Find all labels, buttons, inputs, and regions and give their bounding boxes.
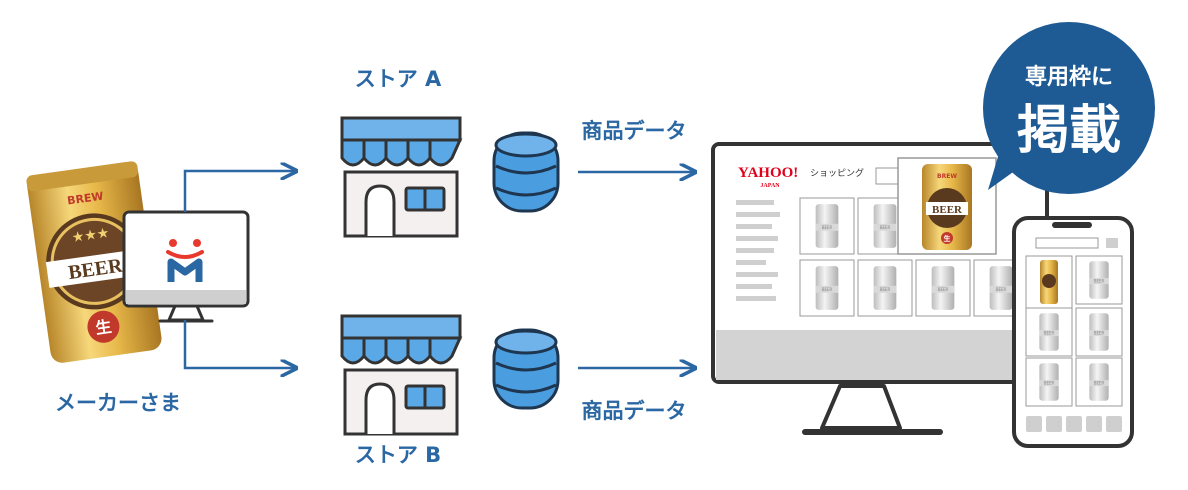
- thumb-label: BEER: [880, 287, 891, 292]
- thumb-label: BEER: [1044, 381, 1055, 386]
- mall-product-grid: BEER BEER BEER BEER BEER BEER: [799, 197, 1029, 317]
- store-a-label: ストア A: [355, 67, 442, 91]
- maker-label: メーカーさま: [55, 391, 181, 415]
- phone-product-thumb: BEER: [1025, 357, 1073, 407]
- mall-product-thumb: BEER: [857, 259, 913, 317]
- thumb-label: BEER: [938, 287, 949, 292]
- smartphone: BEER BEER BEER BEER BEER: [1012, 216, 1134, 448]
- phone-bottom-nav: [1026, 416, 1122, 432]
- phone-product-thumb: BEER: [1025, 307, 1073, 357]
- store-b-database-icon: [492, 328, 560, 410]
- phone-featured-can: [1025, 255, 1073, 309]
- store-a-database-icon: [492, 131, 560, 213]
- thumb-label: BEER: [822, 225, 833, 230]
- thumb-label: BEER: [880, 225, 891, 230]
- mall-product-thumb: BEER: [915, 259, 971, 317]
- brand-logo-icon: [166, 239, 204, 282]
- store-b-label: ストア B: [355, 443, 441, 467]
- store-a-icon: [340, 116, 463, 238]
- mall-product-thumb: BEER: [799, 259, 855, 317]
- svg-text:★★★: ★★★: [71, 225, 111, 246]
- thumb-label: BEER: [822, 287, 833, 292]
- featured-product-card: BREW BEER 生: [897, 157, 997, 255]
- phone-product-thumb: BEER: [1075, 255, 1123, 305]
- mall-sidebar: [736, 200, 780, 301]
- mall-logo-main: YAHOO!: [738, 165, 798, 181]
- arrow-maker-to-store-a: [183, 171, 296, 212]
- thumb-label: BEER: [1044, 331, 1055, 336]
- thumb-label: BEER: [1094, 331, 1105, 336]
- bubble-line2: 掲載: [1017, 101, 1121, 161]
- data-label-top: 商品データ: [582, 119, 687, 143]
- phone-product-thumb: BEER: [1075, 357, 1123, 407]
- mall-product-thumb: BEER: [799, 197, 855, 255]
- mall-logo-suffix: ショッピング: [810, 167, 864, 179]
- mall-logo-sub: JAPAN: [760, 183, 780, 189]
- featured-bubble: 専用枠に 掲載: [983, 22, 1155, 194]
- phone-product-thumb: BEER: [1075, 307, 1123, 357]
- featured-brand: BREW: [937, 173, 957, 180]
- maker-can-brand: BREW: [66, 190, 104, 208]
- maker-can-sub: 生: [94, 317, 113, 338]
- yahoo-shopping-logo: YAHOO! JAPAN ショッピング: [738, 165, 864, 189]
- data-label-bottom: 商品データ: [582, 399, 687, 423]
- bubble-line1: 専用枠に: [1025, 65, 1113, 90]
- thumb-label: BEER: [1094, 279, 1105, 284]
- maker-monitor: [122, 210, 250, 323]
- thumb-label: BEER: [996, 287, 1007, 292]
- thumb-label: BEER: [1094, 381, 1105, 386]
- featured-main: BEER: [932, 204, 963, 216]
- featured-sub: 生: [944, 234, 951, 243]
- phone-product-grid: BEER BEER BEER BEER BEER: [1025, 255, 1123, 407]
- store-b-icon: [340, 314, 463, 436]
- arrow-maker-to-store-b: [183, 320, 296, 368]
